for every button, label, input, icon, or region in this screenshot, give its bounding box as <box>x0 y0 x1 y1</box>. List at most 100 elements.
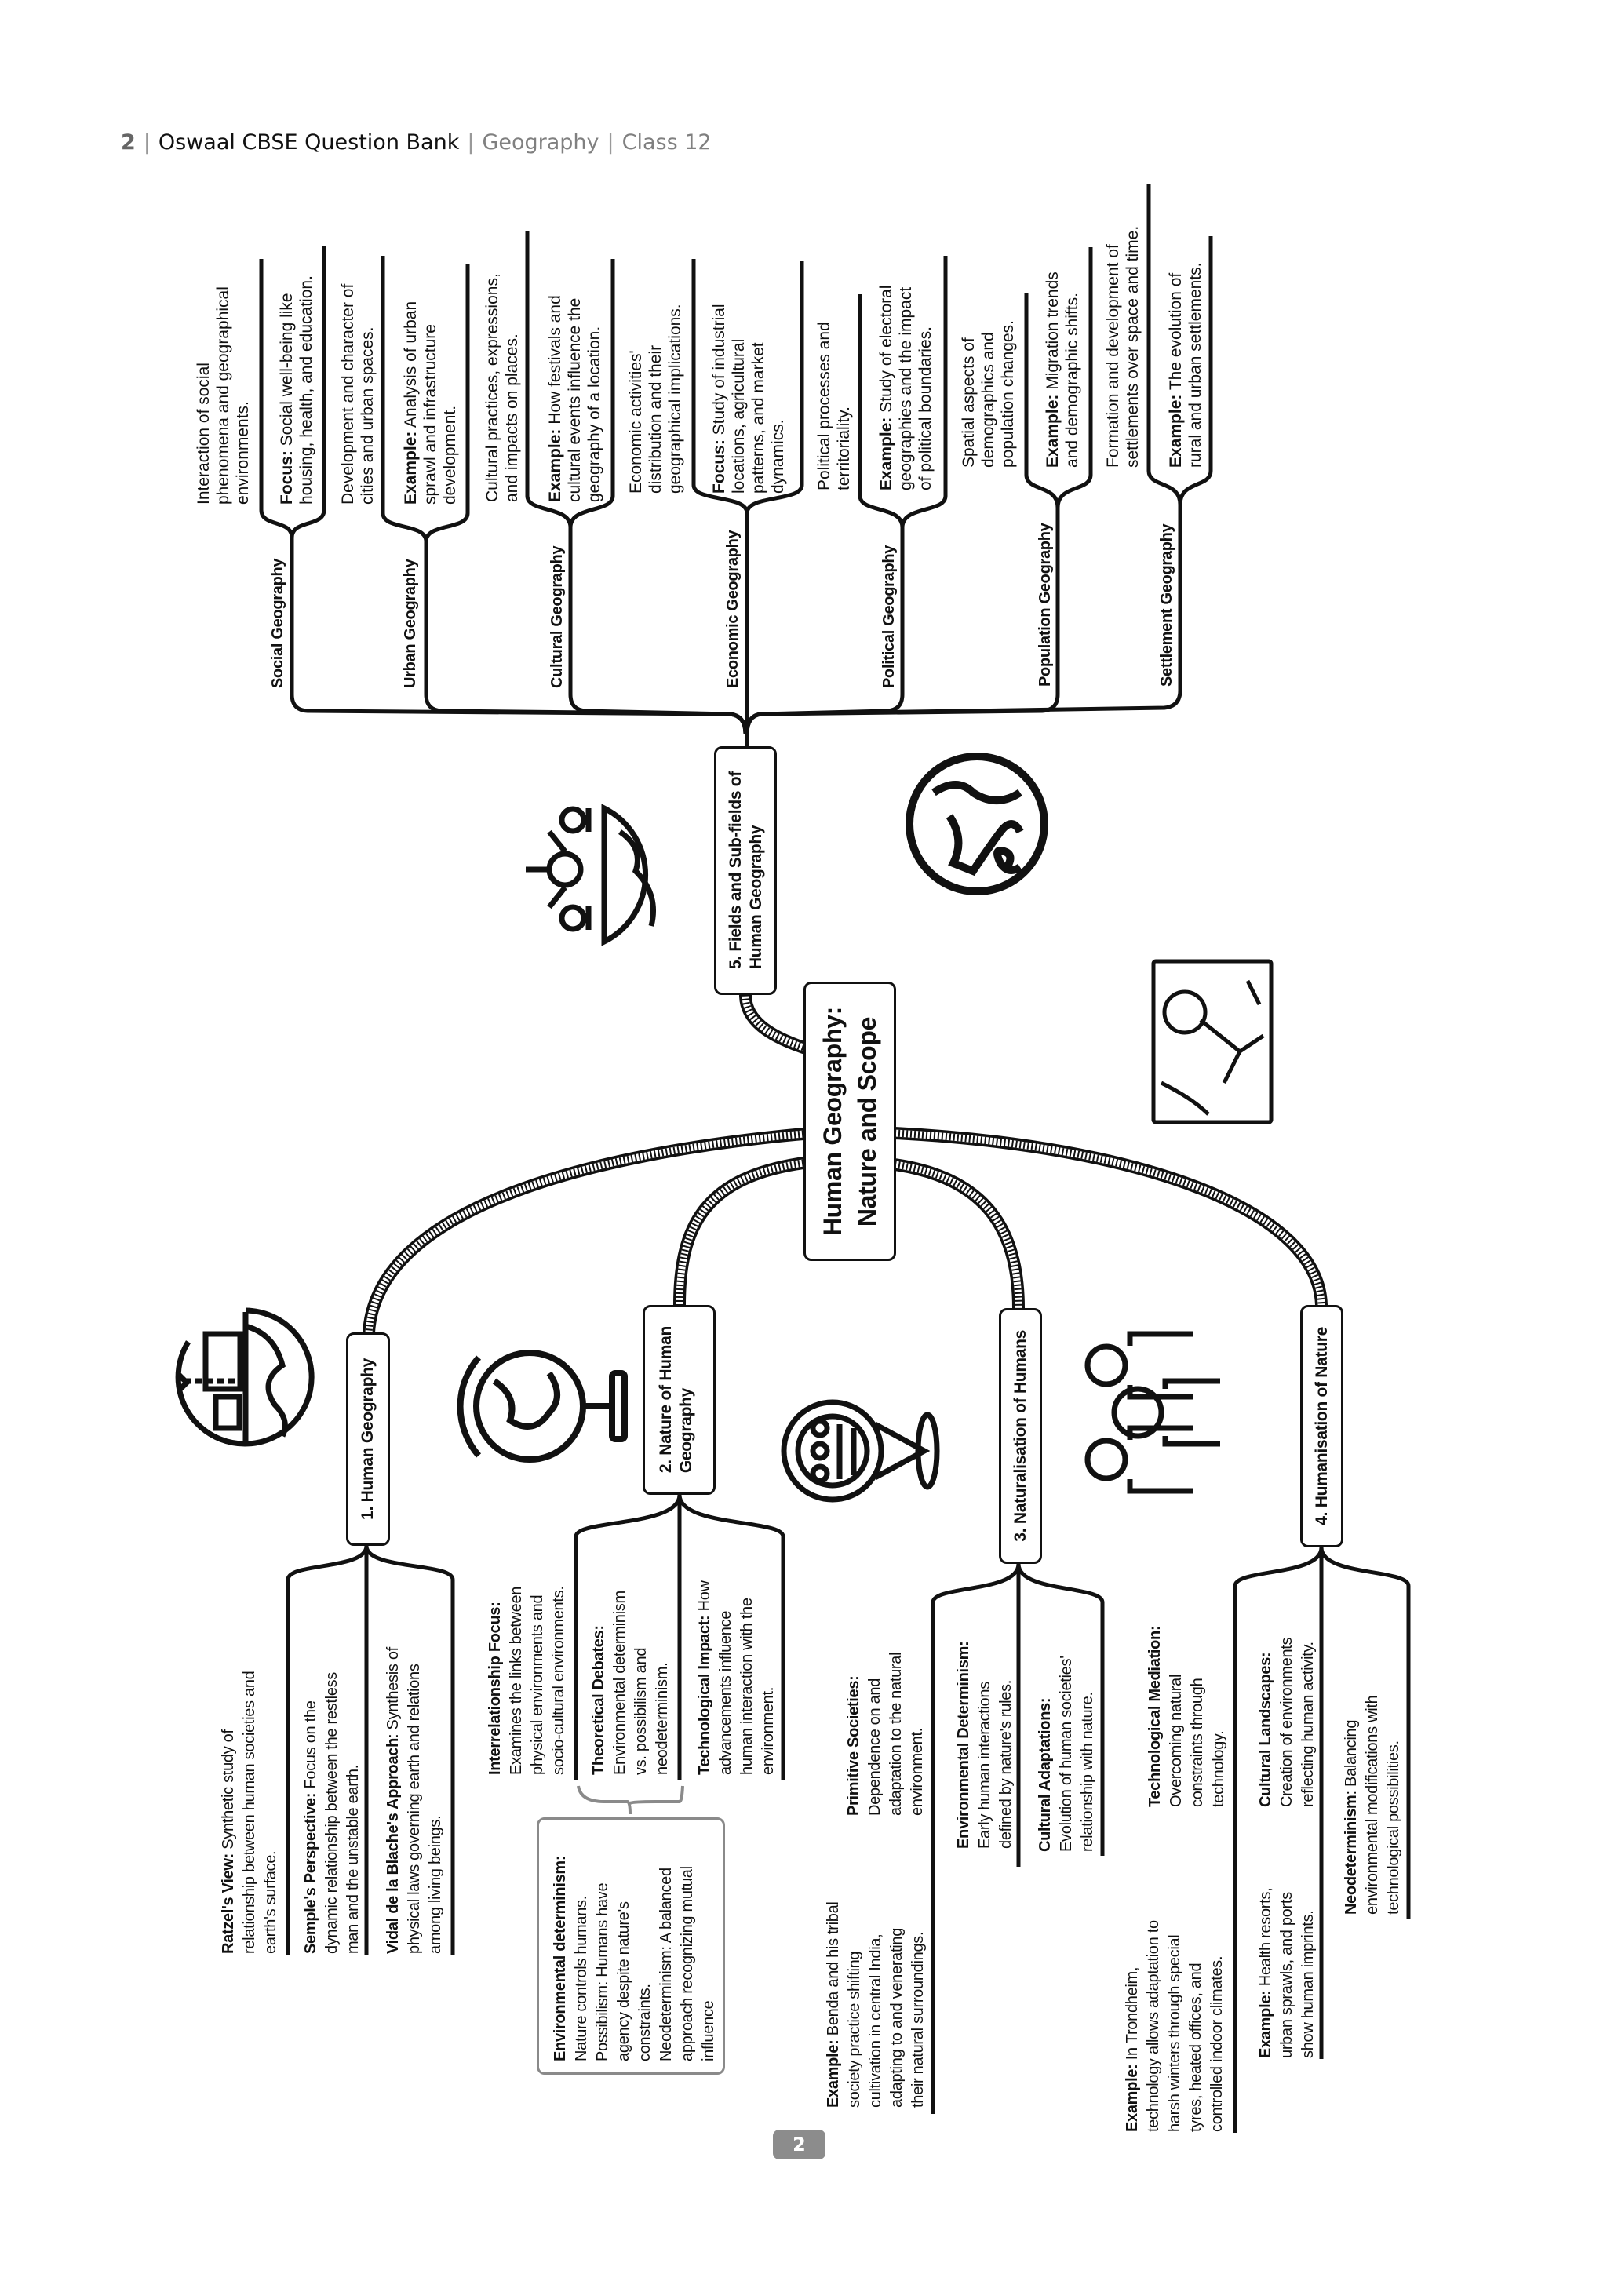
rope-connectors <box>363 989 1328 1339</box>
item-text: Examines the links between physical envi… <box>508 1586 567 1775</box>
branch-title: 2. Nature of Human Geography <box>657 1326 695 1474</box>
example-label: Example: <box>1044 394 1062 468</box>
page-number-badge: 2 <box>773 2130 825 2159</box>
subfield-label-cultural: Cultural Geography <box>548 545 566 688</box>
subfield-label-settlement: Settlement Geography <box>1158 523 1175 687</box>
branch-node-fields-and-subfields[interactable]: 5. Fields and Sub-fields of Human Geogra… <box>714 746 777 995</box>
subfield-desc-political: Political processes and territoriality. <box>815 322 853 490</box>
branch-3-item-cultural-adaptations: Cultural Adaptations: Evolution of human… <box>1035 1601 1102 1852</box>
branch-node-human-geography[interactable]: 1. Human Geography <box>346 1332 390 1546</box>
branch-3-item-primitive-societies: Primitive Societies: Dependence on and a… <box>844 1643 934 1816</box>
example-label: Example: <box>1167 394 1185 468</box>
item-label: Vidal de la Blache's Approach <box>384 1737 402 1954</box>
item-label: Environmental Determinism: <box>955 1641 972 1850</box>
group-people-icon <box>1084 1331 1220 1494</box>
branch-brackets <box>286 1494 1411 2133</box>
subfield-label-urban: Urban Geography <box>402 559 419 688</box>
example-label: Example: <box>877 417 895 490</box>
header-book-title: Oswaal CBSE Question Bank <box>158 130 460 155</box>
bracket-economic <box>691 259 804 746</box>
branch-title: 1. Human Geography <box>359 1358 377 1520</box>
branch-title: 4. Humanisation of Nature <box>1312 1327 1331 1525</box>
item-label: Semple's Perspective: <box>302 1792 319 1954</box>
note-content: Environmental determinism: Nature contro… <box>550 1826 720 2061</box>
note-title: Environmental determinism: <box>552 1855 569 2061</box>
header-class: Class 12 <box>621 130 712 155</box>
branch-1-item-ratzel: Ratzel's View: Synthetic study of relati… <box>218 1601 289 1954</box>
subfield-desc-cultural: Cultural practices, expressions, and imp… <box>483 273 521 502</box>
branch-node-nature-of-human-geography[interactable]: 2. Nature of Human Geography <box>643 1305 716 1495</box>
subfield-example-settlement: Example: The evolution of rural and urba… <box>1166 188 1213 468</box>
header-subject: Geography <box>482 130 599 155</box>
item-text: Dependence on and adaptation to the natu… <box>866 1652 926 1816</box>
item-text: Overcoming natural constraints through t… <box>1168 1674 1227 1807</box>
item-text: Evolution of human societies' relationsh… <box>1058 1656 1096 1852</box>
person-with-map-icon <box>1151 959 1274 1124</box>
bracket-branch-3 <box>931 1563 1105 2114</box>
central-topic-title: Human Geography: Nature and Scope <box>818 1006 881 1237</box>
branch-1-item-semple: Semple's Perspective: Focus on the dynam… <box>301 1601 371 1954</box>
branch-2-item-technological-impact: Technological Impact: How advancements i… <box>694 1540 785 1775</box>
branch-node-naturalisation-of-humans[interactable]: 3. Naturalisation of Humans <box>999 1308 1042 1564</box>
subfield-example-urban: Example: Analysis of urban sprawl and in… <box>401 238 468 505</box>
branch-title: 5. Fields and Sub-fields of Human Geogra… <box>727 771 765 970</box>
branch-3-item-example-benda: Example: Benda and his tribal society pr… <box>823 1857 933 2108</box>
header-page-number: 2 <box>121 130 136 155</box>
subfield-brackets <box>259 184 1213 746</box>
subfield-label-social: Social Geography <box>269 558 286 688</box>
note-text: Nature controls humans. Possibilism: Hum… <box>573 1866 717 2061</box>
branch-title: 3. Naturalisation of Humans <box>1011 1330 1029 1542</box>
branch-1-item-vidal: Vidal de la Blache's Approach: Synthesis… <box>383 1601 454 1954</box>
bracket-branch-1 <box>286 1545 455 1955</box>
subfield-desc-social: Interaction of social phenomena and geog… <box>195 286 252 505</box>
note-brace <box>577 1785 684 1815</box>
running-header: 2 | Oswaal CBSE Question Bank | Geography | Cl… <box>121 129 712 157</box>
item-label: Ratzel's View: <box>220 1853 237 1954</box>
subfield-label-political: Political Geography <box>880 545 898 688</box>
bracket-branch-4 <box>1233 1547 1411 2133</box>
subfield-label-population: Population Geography <box>1037 523 1054 687</box>
item-text: Creation of environments reflecting huma… <box>1278 1637 1317 1807</box>
branch-4-item-neodeterminism: Neodeterminism: Balancing environmental … <box>1341 1632 1412 1915</box>
subfield-example-population: Example: Migration trends and demographi… <box>1043 248 1090 468</box>
dollar-icon <box>993 847 1022 874</box>
separator: | <box>467 130 475 155</box>
item-label: Theoretical Debates: <box>590 1625 607 1775</box>
example-label: Focus: <box>278 450 296 505</box>
item-label: Primitive Societies: <box>845 1675 862 1816</box>
bracket-cultural <box>525 231 748 734</box>
determinism-note-box: Environmental determinism: Nature contro… <box>537 1817 725 2075</box>
item-label: Example: <box>1257 1990 1274 2058</box>
branch-2-item-interrelationship: Interrelationship Focus: Examines the li… <box>485 1540 575 1775</box>
item-label: Cultural Adaptations: <box>1037 1697 1054 1852</box>
city-earth-icon <box>175 1307 315 1447</box>
bracket-settlement <box>745 184 1213 734</box>
subfield-example-cultural: Example: How festivals and cultural even… <box>545 228 612 502</box>
subfield-label-economic: Economic Geography <box>724 530 742 688</box>
example-label: Example: <box>546 428 564 502</box>
separator: | <box>143 130 151 155</box>
globe-stand-icon <box>457 1350 628 1463</box>
bracket-branch-2 <box>574 1494 785 1780</box>
item-label: Neodeterminism <box>1343 1795 1360 1915</box>
item-text: Environmental determinism vs. possibilis… <box>611 1591 671 1775</box>
subfield-example-economic: Focus: Study of industrial locations, ag… <box>709 235 800 494</box>
branch-node-humanisation-of-nature[interactable]: 4. Humanisation of Nature <box>1300 1305 1343 1547</box>
item-label: Technological Impact: <box>696 1615 713 1775</box>
branch-4-item-technological-mediation: Technological Mediation: Overcoming natu… <box>1145 1587 1235 1807</box>
subfield-example-social: Focus: Social well-being like housing, h… <box>277 238 324 505</box>
separator: | <box>607 130 614 155</box>
central-topic-node[interactable]: Human Geography: Nature and Scope <box>804 982 896 1261</box>
branch-2-item-theoretical-debates: Theoretical Debates: Environmental deter… <box>589 1540 679 1775</box>
item-label: Technological Mediation: <box>1146 1625 1164 1807</box>
example-label: Example: <box>402 431 420 505</box>
example-label: Focus: <box>710 439 728 494</box>
branch-4-item-example-health-resorts: Example: Health resorts, urban sprawls, … <box>1255 1839 1322 2058</box>
branch-3-item-environmental-determinism: Environmental Determinism: Early human i… <box>953 1598 1020 1850</box>
item-label: Cultural Landscapes: <box>1257 1652 1274 1807</box>
subfield-desc-population: Spatial aspects of demographics and popu… <box>960 320 1017 468</box>
people-location-earth-icon <box>526 804 656 946</box>
item-label: Example: <box>1124 2064 1141 2132</box>
